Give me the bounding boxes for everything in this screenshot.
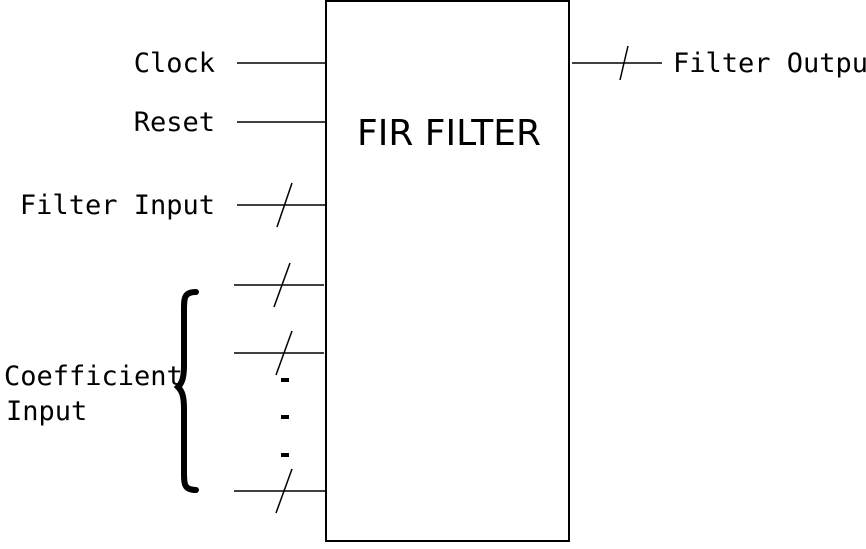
filter-input-bus-slash: [276, 182, 293, 228]
fir-filter-block: [325, 0, 570, 542]
coefficient-input-label-line2: Input: [6, 396, 87, 427]
block-title: FIR FILTER: [357, 113, 541, 154]
ellipsis-dash-2: [281, 415, 289, 419]
coefficient-brace: [173, 289, 199, 493]
filter-output-bus-slash: [619, 45, 629, 81]
coefficient-bus-slash-1: [273, 262, 291, 308]
filter-output-label: Filter Output: [673, 48, 866, 79]
clock-label: Clock: [134, 48, 215, 79]
coefficient-bus-slash-2: [275, 330, 293, 376]
coefficient-input-label-line1: Coefficient: [4, 361, 183, 392]
filter-input-label: Filter Input: [20, 190, 215, 221]
coefficient-bus-slash-n: [275, 468, 293, 514]
ellipsis-dash-1: [281, 378, 289, 382]
ellipsis-dash-3: [281, 453, 289, 457]
reset-label: Reset: [134, 107, 215, 138]
